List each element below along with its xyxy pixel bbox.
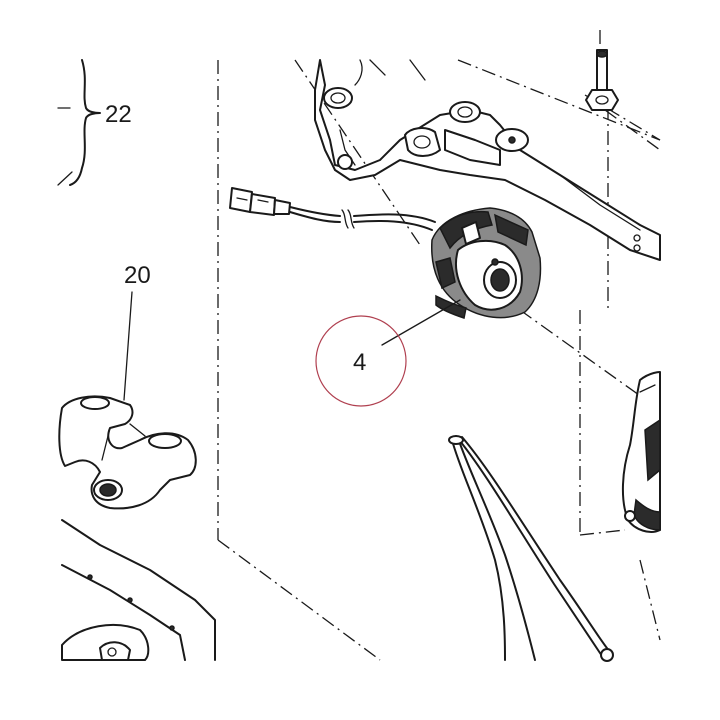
right-switch-assembly (621, 371, 661, 533)
mounting-bolt (585, 49, 619, 111)
lower-bracket-panel (61, 519, 216, 661)
switch-connector (229, 187, 291, 216)
callout-20-group: 20 (123, 262, 151, 401)
handlebar-switch-housing (431, 207, 542, 319)
callout-4-group: 4 (315, 299, 461, 407)
brake-master-cylinder (314, 59, 661, 261)
leader-line-20 (123, 291, 133, 401)
callout-22-label: 22 (105, 101, 132, 128)
callout-4-highlight-circle (315, 315, 407, 407)
throttle-cables (448, 435, 614, 662)
callout-20-label: 20 (124, 262, 151, 289)
switch-wire (289, 206, 436, 231)
leader-line-4 (381, 299, 461, 346)
assembly-guide-lines (217, 30, 661, 661)
callout-22-group: 22 (57, 59, 132, 186)
callout-4-label: 4 (353, 349, 366, 376)
brace-bracket (69, 59, 101, 186)
handlebar-clamp (58, 395, 197, 510)
